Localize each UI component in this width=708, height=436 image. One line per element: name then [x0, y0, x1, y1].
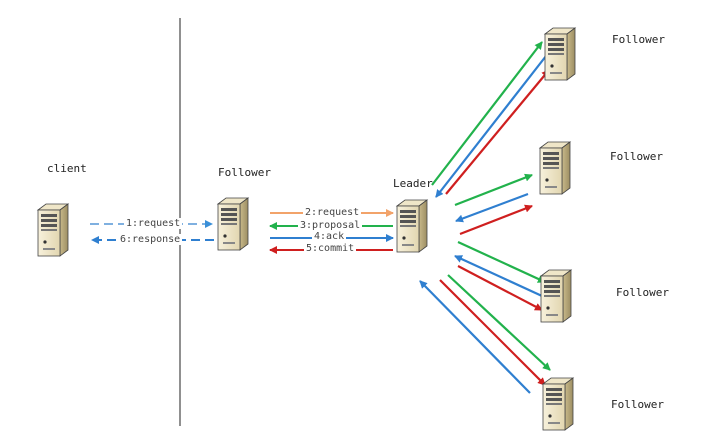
follower-1-server-icon	[544, 27, 576, 81]
follower-3-label: Follower	[616, 286, 669, 299]
proposal-to-follower-1	[431, 41, 543, 186]
commit-to-follower-4	[439, 279, 546, 386]
commit-label: 5:commit	[304, 243, 357, 254]
follower-2-label: Follower	[610, 150, 663, 163]
follower-4-server-icon	[542, 377, 574, 431]
commit-to-follower-3	[457, 265, 543, 311]
ack-from-follower-3	[454, 255, 543, 297]
follower-main-label: Follower	[218, 166, 271, 179]
commit-to-follower-1	[445, 69, 550, 195]
client-label: client	[47, 162, 87, 175]
commit-to-follower-2	[459, 204, 533, 236]
response-client-label: 6:response	[118, 234, 183, 245]
ack-from-follower-1	[435, 55, 547, 198]
ack-from-follower-2	[455, 192, 529, 223]
ack-label: 4:ack	[312, 231, 347, 242]
follower-1-label: Follower	[612, 33, 665, 46]
leader-label: Leader	[393, 177, 433, 190]
proposal-to-follower-4	[447, 274, 551, 371]
ack-from-follower-4	[419, 280, 531, 394]
follower-main-server-icon	[217, 197, 249, 251]
follower-3-server-icon	[540, 269, 572, 323]
follower-2-server-icon	[539, 141, 571, 195]
proposal-to-follower-3	[457, 241, 546, 283]
proposal-label: 3:proposal	[298, 220, 363, 231]
follower-4-label: Follower	[611, 398, 664, 411]
client-server-icon	[37, 203, 69, 257]
request-client-label: 1:request	[124, 218, 183, 229]
request-leader-label: 2:request	[303, 207, 362, 218]
leader-server-icon	[396, 199, 428, 253]
proposal-to-follower-2	[454, 173, 533, 207]
